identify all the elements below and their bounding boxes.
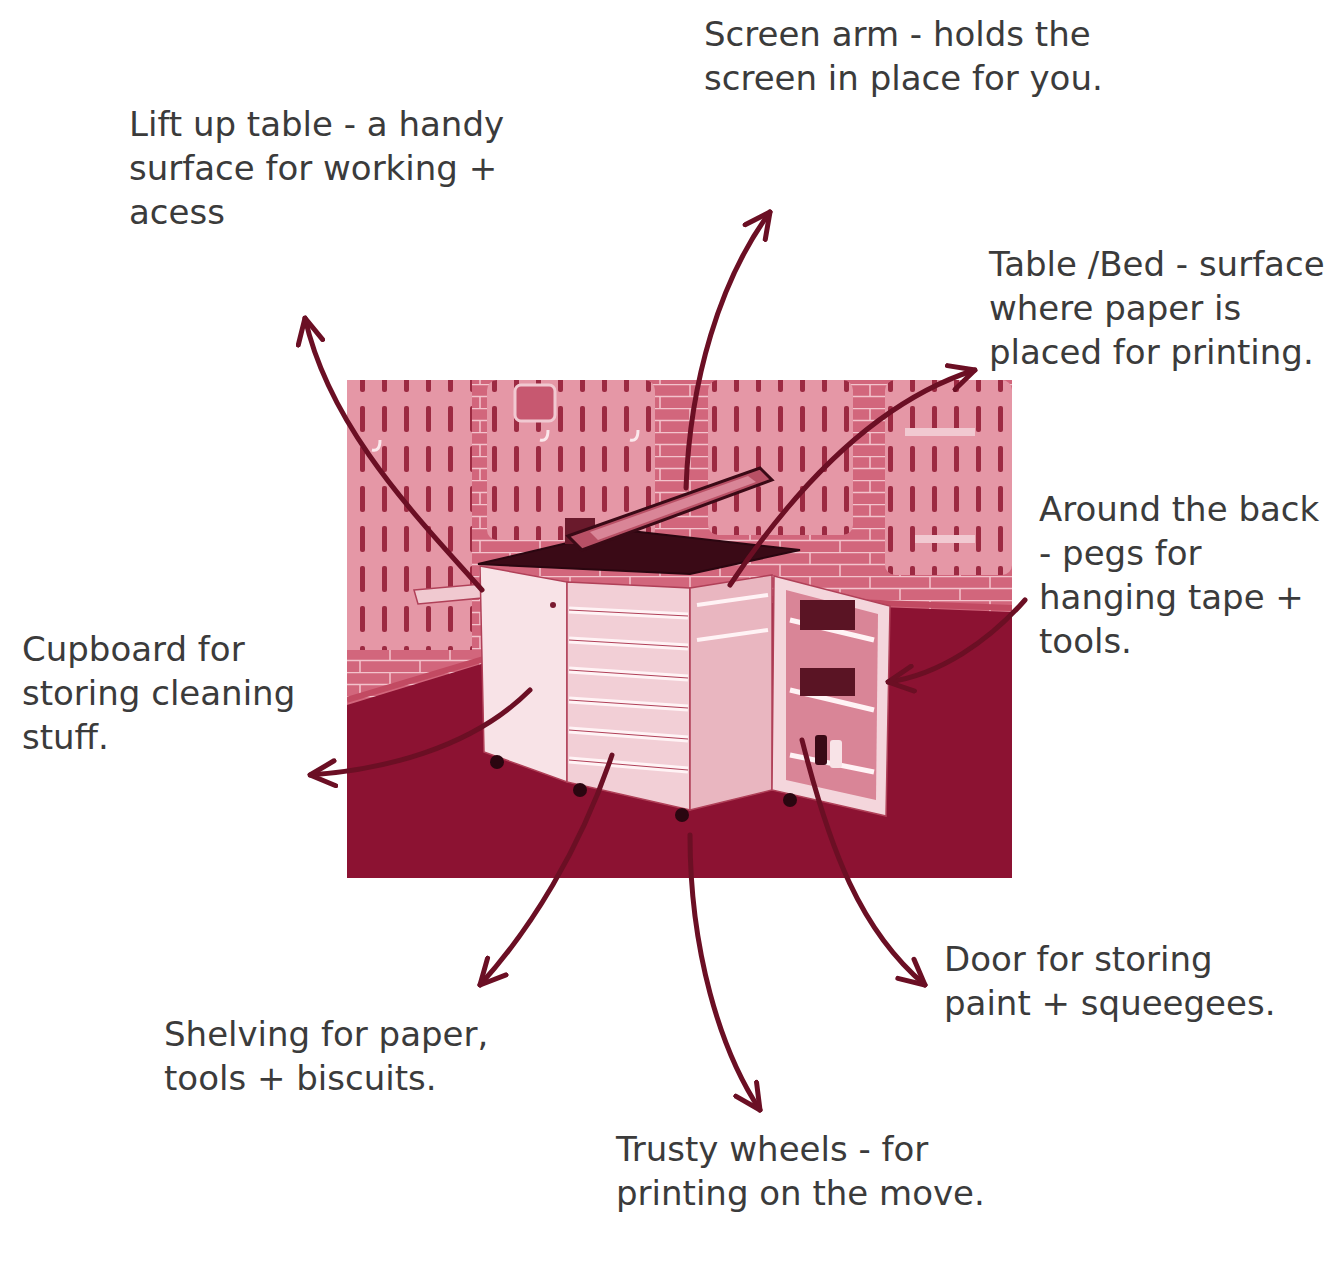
leader-arrow	[888, 600, 1025, 682]
wall	[347, 380, 1012, 878]
leader-arrows	[305, 212, 1025, 1110]
annotation-label: Around the back - pegs for hanging tape …	[1035, 485, 1335, 665]
leader-arrow	[305, 318, 482, 590]
annotation-label: Shelving for paper, tools + biscuits.	[160, 1010, 560, 1102]
cart	[414, 468, 890, 822]
annotation-label: Door for storing paint + squeegees.	[940, 935, 1300, 1027]
leader-arrow	[310, 690, 530, 775]
annotation-label: Trusty wheels - for printing on the move…	[612, 1125, 1042, 1217]
leader-arrow	[686, 212, 770, 488]
annotation-label: Screen arm - holds the screen in place f…	[700, 10, 1130, 102]
annotation-label: Lift up table - a handy surface for work…	[125, 100, 595, 236]
leader-arrow	[480, 755, 612, 985]
photo	[347, 380, 1012, 878]
annotation-label: Table /Bed - surface where paper is plac…	[985, 240, 1335, 376]
leader-arrow	[690, 835, 760, 1110]
leader-arrow	[730, 370, 975, 585]
leader-arrow	[802, 740, 925, 985]
annotation-label: Cupboard for storing cleaning stuff.	[18, 625, 308, 761]
